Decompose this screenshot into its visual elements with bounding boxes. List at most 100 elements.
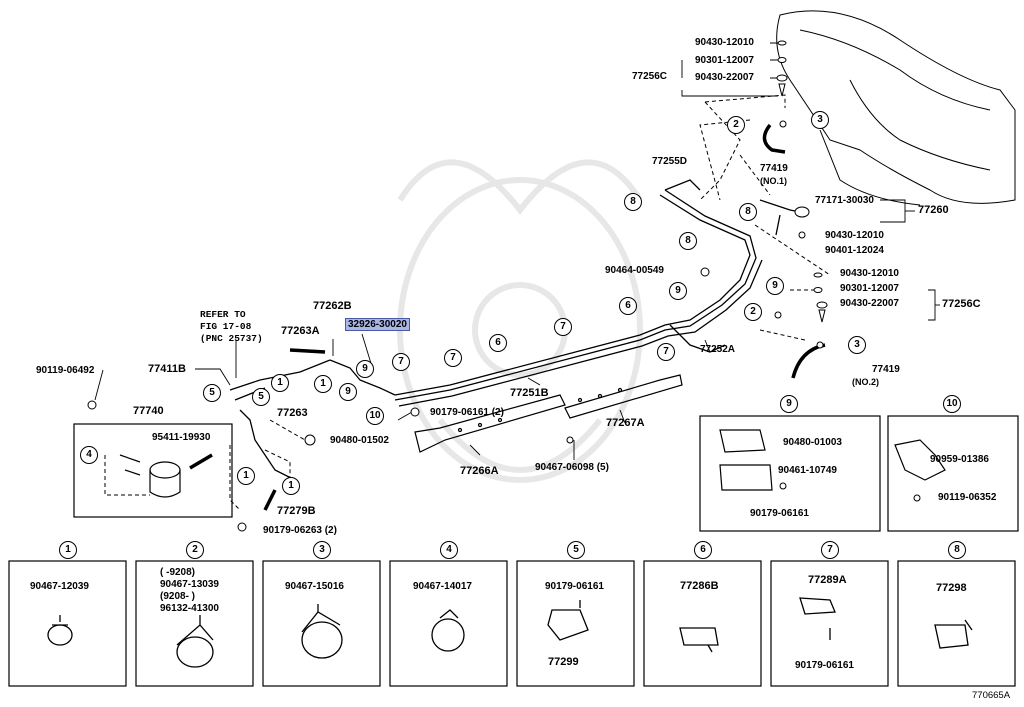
part-label: (NO.1) — [760, 176, 787, 186]
part-label: 90430-12010 — [825, 230, 884, 241]
callout-8[interactable]: 8 — [679, 232, 697, 250]
detail-7-header[interactable]: 7 — [821, 541, 839, 559]
part-label: 90480-01502 — [330, 435, 389, 446]
part-label: 77419 — [872, 364, 900, 375]
part-label: 90430-12010 — [695, 37, 754, 48]
detail-3-header[interactable]: 3 — [313, 541, 331, 559]
detail-2-note: ( -9208) — [160, 567, 196, 578]
callout-7[interactable]: 7 — [392, 353, 410, 371]
part-label: 77419 — [760, 163, 788, 174]
callout-8[interactable]: 8 — [739, 203, 757, 221]
callout-7[interactable]: 7 — [554, 318, 572, 336]
detail-2-part: 96132-41300 — [160, 603, 219, 614]
part-label: 77411B — [148, 363, 186, 375]
callout-1[interactable]: 1 — [271, 374, 289, 392]
part-label: 90301-12007 — [695, 55, 754, 66]
part-label: 77256C — [942, 298, 981, 310]
part-label: 90480-01003 — [783, 437, 842, 448]
detail-6-part: 77286B — [680, 580, 719, 592]
part-label: 77262B — [313, 300, 352, 312]
detail-frames — [8, 560, 1016, 687]
part-label: 77256C — [632, 71, 668, 82]
detail-1-part: 90467-12039 — [30, 581, 89, 592]
detail-9-header[interactable]: 9 — [780, 395, 798, 413]
part-label: 90461-10749 — [778, 465, 837, 476]
part-label: 90301-12007 — [840, 283, 899, 294]
callout-9[interactable]: 9 — [339, 383, 357, 401]
callout-6[interactable]: 6 — [489, 334, 507, 352]
part-label: 77263 — [277, 407, 308, 419]
detail-7-part: 77289A — [808, 574, 847, 586]
callout-9[interactable]: 9 — [669, 282, 687, 300]
detail-8-header[interactable]: 8 — [948, 541, 966, 559]
part-label: 77251B — [510, 387, 549, 399]
callout-3[interactable]: 3 — [811, 111, 829, 129]
callout-7[interactable]: 7 — [657, 343, 675, 361]
detail-5-header[interactable]: 5 — [567, 541, 585, 559]
callout-9[interactable]: 9 — [766, 277, 784, 295]
callout-8[interactable]: 8 — [624, 193, 642, 211]
callout-6[interactable]: 6 — [619, 297, 637, 315]
callout-10[interactable]: 10 — [366, 407, 384, 425]
watermark-emblem — [397, 159, 643, 483]
callout-2[interactable]: 2 — [727, 116, 745, 134]
fuel-tubes — [229, 179, 801, 481]
highlighted-part-label[interactable]: 32926-30020 — [345, 318, 410, 331]
callout-1[interactable]: 1 — [314, 375, 332, 393]
callout-5[interactable]: 5 — [252, 388, 270, 406]
part-label: 90179-06161 (2) — [430, 407, 504, 418]
part-label: 77279B — [277, 505, 316, 517]
callout-1[interactable]: 1 — [237, 467, 255, 485]
clamp-drawings — [47, 597, 973, 668]
refer-note-line: REFER TO — [200, 309, 246, 320]
part-label: 90467-06098 (5) — [535, 462, 609, 473]
detail-3-part: 90467-15016 — [285, 581, 344, 592]
figure-code: 770665A — [972, 690, 1011, 701]
part-label: 95411-19930 — [152, 432, 211, 443]
part-label: (NO.2) — [852, 377, 879, 387]
part-label: 90430-22007 — [840, 298, 899, 309]
callout-9[interactable]: 9 — [356, 360, 374, 378]
part-label: 90959-01386 — [930, 454, 989, 465]
detail-8-part: 77298 — [936, 582, 967, 594]
callout-4[interactable]: 4 — [80, 446, 98, 464]
part-label: 77266A — [460, 465, 499, 477]
refer-note-line: (PNC 25737) — [200, 333, 263, 344]
callout-2[interactable]: 2 — [744, 303, 762, 321]
callout-5[interactable]: 5 — [203, 384, 221, 402]
detail-4-header[interactable]: 4 — [440, 541, 458, 559]
brackets — [414, 374, 946, 491]
dashed-leaders — [104, 94, 831, 511]
part-label: 77252A — [700, 344, 736, 355]
enclosure-frames — [73, 415, 1019, 532]
detail-2-header[interactable]: 2 — [186, 541, 204, 559]
detail-10-header[interactable]: 10 — [943, 395, 961, 413]
part-label: 77267A — [606, 417, 645, 429]
detail-6-header[interactable]: 6 — [694, 541, 712, 559]
part-label: 90430-12010 — [840, 268, 899, 279]
callout-7[interactable]: 7 — [444, 349, 462, 367]
part-label: 90401-12024 — [825, 245, 884, 256]
detail-4-part: 90467-14017 — [413, 581, 472, 592]
detail-2-part: 90467-13039 — [160, 579, 219, 590]
detail-1-header[interactable]: 1 — [59, 541, 77, 559]
detail-5-part: 77299 — [548, 656, 579, 668]
part-label: 90430-22007 — [695, 72, 754, 83]
callout-3[interactable]: 3 — [848, 336, 866, 354]
callout-1[interactable]: 1 — [282, 477, 300, 495]
part-label: 90179-06161 — [750, 508, 809, 519]
detail-2-note: (9208- ) — [160, 591, 196, 602]
charcoal-canister — [119, 454, 181, 498]
part-label: 77740 — [133, 405, 164, 417]
part-label: 77171-30030 — [815, 195, 874, 206]
part-label: 90179-06263 (2) — [263, 525, 337, 536]
part-label: 77260 — [918, 204, 949, 216]
part-label: 77255D — [652, 156, 688, 167]
detail-5-part: 90179-06161 — [545, 581, 604, 592]
part-label: 90464-00549 — [605, 265, 664, 276]
part-label: 77263A — [281, 325, 320, 337]
engine-outline — [776, 10, 1016, 206]
refer-note-line: FIG 17-08 — [200, 321, 252, 332]
part-label: 90119-06492 — [36, 365, 95, 376]
